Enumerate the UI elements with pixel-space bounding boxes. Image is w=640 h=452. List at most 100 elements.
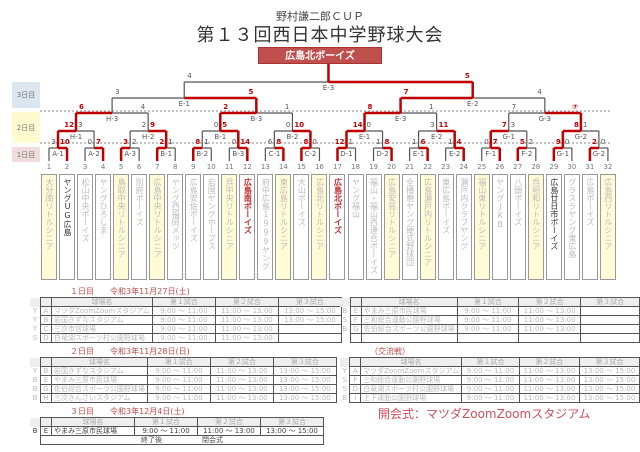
- time-slot: [580, 315, 640, 325]
- column-header: 第３試合: [578, 357, 640, 367]
- league-code: B: [342, 307, 348, 315]
- time-slot: 11:00 ～ 13:00: [197, 426, 261, 436]
- match-score: 4: [537, 88, 542, 96]
- match-score: 9: [150, 121, 155, 129]
- column-header: 第３試合: [580, 297, 640, 307]
- column-header: 第１試合: [461, 357, 520, 367]
- time-slot: 9:00 ～ 11:00: [151, 315, 216, 325]
- match-label: C-1: [268, 150, 280, 158]
- schedule-day-title: ３日目 令和3年12月4日(土): [70, 407, 185, 416]
- field-letter: B: [40, 315, 52, 325]
- time-slot: 11:00 ～ 13:00: [209, 393, 274, 403]
- match-score: 12: [64, 121, 74, 129]
- prefix-cell: [340, 297, 351, 307]
- team-number: 8: [172, 163, 178, 171]
- match-score: 5: [520, 138, 525, 146]
- team-name: 広島廿日市ボーイズ: [545, 174, 562, 280]
- match-score: 7: [512, 103, 516, 111]
- team-number: 15: [296, 163, 306, 171]
- match-label: E-1: [179, 100, 190, 108]
- team-number: 28: [531, 163, 541, 171]
- team-name: 瀬戸内クラブヤング: [455, 174, 472, 280]
- team-name: ヤングひろしま: [95, 174, 112, 280]
- tournament-title: 第１３回西日本中学野球大会: [196, 25, 444, 46]
- team-number: 30: [567, 163, 577, 171]
- match-label: B-3: [250, 115, 262, 123]
- match-label: E-2: [449, 150, 460, 158]
- match-label: H-2: [142, 133, 154, 141]
- match-score: 1: [429, 103, 433, 111]
- league-code: S: [342, 316, 348, 324]
- team-number: 25: [477, 163, 487, 171]
- league-code: S: [342, 385, 347, 393]
- match-score: 8: [574, 121, 579, 129]
- match-score: 7: [502, 121, 507, 129]
- field-letter: I: [349, 393, 362, 403]
- field-letter: G: [349, 324, 362, 334]
- match-label: A-3: [124, 150, 136, 158]
- match-score: 8: [304, 138, 309, 146]
- team-number: 3: [82, 163, 88, 171]
- league-code: B: [32, 427, 38, 435]
- time-slot: 11:00 ～ 13:00: [209, 366, 274, 376]
- team-number: 24: [459, 163, 469, 171]
- venue-name: やまみ三原市民球場: [360, 306, 458, 316]
- field-letter: D: [40, 333, 52, 343]
- match-score: 4: [457, 138, 462, 146]
- column-header: 第１試合: [134, 417, 198, 427]
- team-number: 19: [369, 163, 378, 171]
- table-header-row: 球場名第１試合第２試合第３試合: [30, 357, 337, 367]
- team-name: 大山ボーイズ: [293, 174, 310, 280]
- match-score: 8: [385, 138, 390, 146]
- field-letter: E: [40, 426, 52, 436]
- match-score: 3: [123, 138, 128, 146]
- column-header: 第２試合: [214, 297, 279, 307]
- match-label: E-1: [359, 133, 370, 141]
- match-label: E-2: [467, 100, 478, 108]
- time-slot: 13:00 ～ 15:00: [578, 375, 640, 385]
- team-name: 東広島ボーイズ: [437, 174, 454, 280]
- match-score: 2: [142, 121, 146, 129]
- match-score: 1: [168, 138, 172, 146]
- team-number: 11: [224, 163, 234, 171]
- league-code: Y: [32, 325, 38, 333]
- column-header: 第３試合: [260, 417, 324, 427]
- prefix-cell: [340, 357, 350, 367]
- league-code: S: [32, 334, 38, 342]
- champion-box: 広島北ボーイズ: [258, 47, 382, 64]
- match-score: 9: [556, 138, 561, 146]
- column-header: 球場名: [51, 357, 148, 367]
- field-letter-header: [40, 417, 52, 427]
- closing-cell: 終了後閉会式: [40, 435, 324, 445]
- time-slot: 9:00 ～ 11:00: [461, 366, 520, 376]
- time-slot: 11:00 ～ 13:00: [518, 393, 580, 403]
- time-slot: 9:00 ～ 11:00: [151, 333, 216, 343]
- team-number: 14: [278, 163, 288, 171]
- column-header: 第２試合: [518, 297, 582, 307]
- field-letter: A: [40, 306, 52, 316]
- match-score: 1: [204, 138, 208, 146]
- field-letter-header: [40, 297, 52, 307]
- venue-name: やまみ三原市民球場: [51, 375, 148, 385]
- venue-name: 佐伯総合スポーツ公園野球場: [51, 384, 148, 394]
- match-score: 2: [223, 103, 228, 111]
- match-score: 10: [294, 121, 304, 129]
- time-slot: 13:00 ～ 15:00: [272, 384, 337, 394]
- time-slot: 13:00 ～ 15:00: [578, 393, 640, 403]
- match-score: 0: [286, 121, 290, 129]
- league-code: B: [342, 394, 348, 402]
- field-letter: [349, 333, 362, 343]
- schedule-day-title: （交流戦）: [370, 347, 410, 356]
- match-score: 8: [195, 138, 200, 146]
- day3-label: 3日目: [12, 82, 40, 108]
- match-score: 6: [79, 103, 84, 111]
- match-score: 1: [412, 138, 416, 146]
- match-score: 1: [348, 138, 352, 146]
- team-name: 広島ボーイズ: [581, 174, 598, 280]
